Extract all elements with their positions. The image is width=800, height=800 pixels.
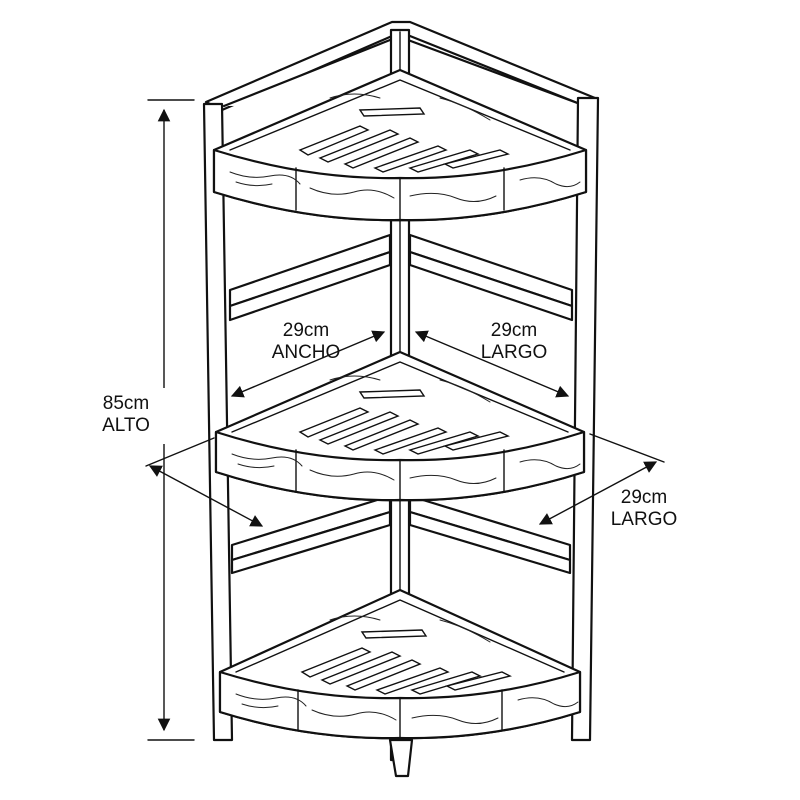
height-label: ALTO	[102, 415, 150, 436]
shelf-bottom	[218, 588, 582, 740]
length-upper-label: LARGO	[481, 342, 548, 363]
length-upper-value: 29cm	[491, 320, 537, 341]
length-lower-dimension	[145, 433, 665, 527]
width-dimension	[230, 330, 386, 398]
length-lower-value: 29cm	[621, 487, 667, 508]
length-upper-dimension	[414, 330, 570, 398]
shelf-middle	[214, 350, 586, 502]
width-value: 29cm	[283, 320, 329, 341]
height-dimension	[147, 99, 195, 741]
height-value: 85cm	[103, 393, 149, 414]
back-rails	[228, 233, 574, 575]
width-label: ANCHO	[272, 342, 341, 363]
length-lower-label: LARGO	[611, 509, 678, 530]
shelf-top	[212, 68, 588, 222]
